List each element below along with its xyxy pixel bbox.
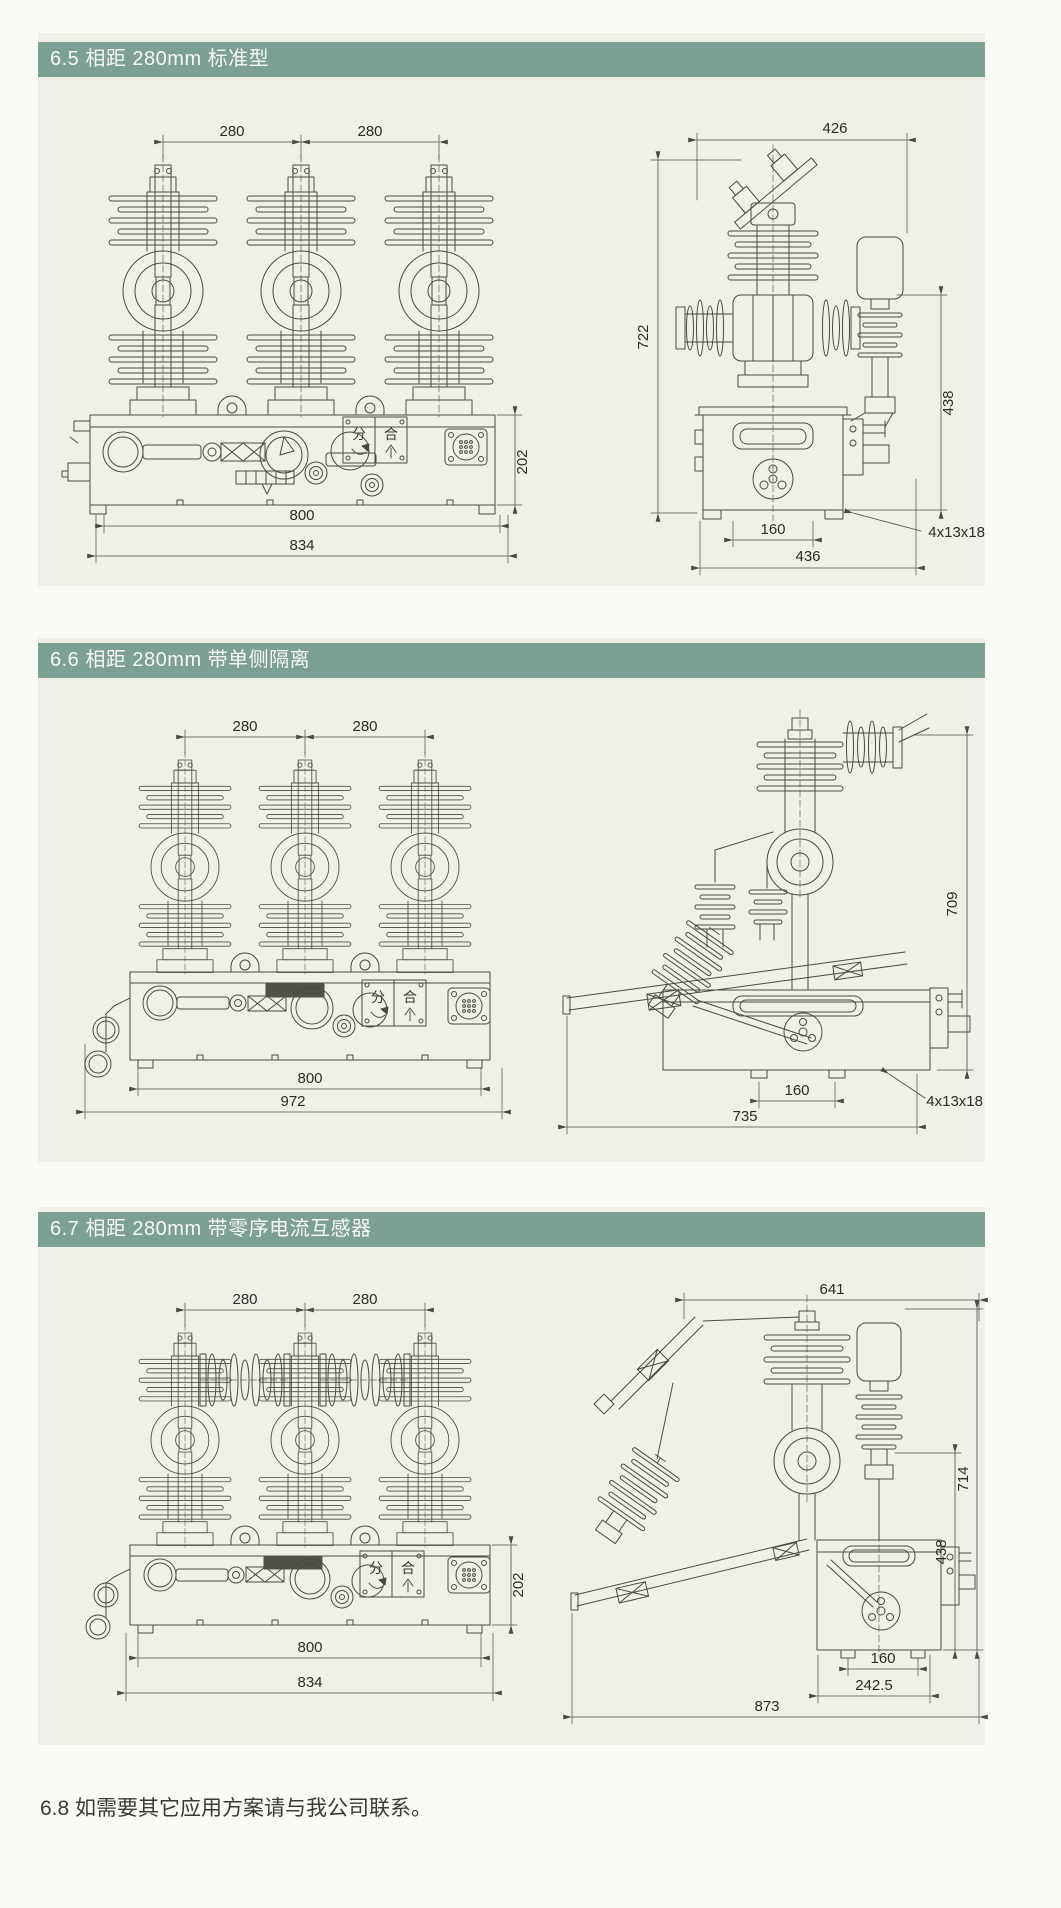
dim-label: 280 <box>219 123 244 140</box>
section-6-7: 6.7 相距 280mm 带零序电流互感器 280 280 <box>38 1207 988 1745</box>
front-view-6-5: 280 280 <box>61 123 531 564</box>
dim-label: 202 <box>514 449 531 474</box>
front-view-6-7: 280 280 <box>85 1291 527 1702</box>
tilted-insulator <box>647 920 734 1019</box>
slot-label: 4x13x18 <box>928 524 985 541</box>
dim-label: 641 <box>819 1281 844 1298</box>
dim-label: 160 <box>870 1650 895 1667</box>
dim-label: 280 <box>352 1291 377 1308</box>
dim-label: 800 <box>297 1639 322 1656</box>
dim-label: 834 <box>289 537 314 554</box>
dim-label: 160 <box>784 1082 809 1099</box>
dim-label: 436 <box>795 548 820 565</box>
section-6-5-header: 6.5 相距 280mm 标准型 <box>38 42 985 77</box>
tilted-insulator <box>595 1447 680 1545</box>
dim-label: 714 <box>955 1466 972 1491</box>
dim-label: 709 <box>944 891 961 916</box>
dim-label: 438 <box>940 390 957 415</box>
side-view-6-7: 641 714 438 160 242.5 873 <box>563 1281 988 1725</box>
tilted-terminal <box>728 148 818 230</box>
dim-label: 280 <box>352 718 377 735</box>
mechanism-6-7 <box>143 1550 491 1609</box>
dim-label: 800 <box>289 507 314 524</box>
dim-label: 735 <box>732 1108 757 1125</box>
zero-sequence-ct-bellows <box>199 1353 411 1407</box>
dim-label: 834 <box>297 1674 322 1691</box>
front-view-6-6: 280 280 <box>76 718 511 1120</box>
manual-handle <box>84 997 131 1078</box>
dim-label: 280 <box>232 1291 257 1308</box>
manual-handle <box>85 1568 131 1640</box>
mechanism-6-5 <box>61 416 488 497</box>
dim-label: 873 <box>754 1698 779 1715</box>
section-6-6: 6.6 相距 280mm 带单侧隔离 280 280 <box>38 638 985 1162</box>
dim-label: 280 <box>232 718 257 735</box>
dim-label: 722 <box>635 324 652 349</box>
dim-label: 800 <box>297 1070 322 1087</box>
mechanism-6-6 <box>142 979 491 1038</box>
dim-label: 242.5 <box>855 1677 893 1694</box>
dim-label: 426 <box>822 120 847 137</box>
dim-label: 280 <box>357 123 382 140</box>
section-6-5: 6.5 相距 280mm 标准型 280 280 <box>38 33 985 586</box>
side-view-6-6: 709 160 735 4x13x18 <box>558 709 983 1135</box>
section-6-7-header: 6.7 相距 280mm 带零序电流互感器 <box>38 1212 985 1247</box>
dim-label: 160 <box>760 521 785 538</box>
section-6-6-header: 6.6 相距 280mm 带单侧隔离 <box>38 643 985 678</box>
dim-label: 972 <box>280 1093 305 1110</box>
dim-label: 202 <box>510 1572 527 1597</box>
side-view-6-5: 426 722 438 160 436 4x13x18 <box>635 120 985 576</box>
slot-label: 4x13x18 <box>926 1093 983 1110</box>
note-6-8: 6.8 如需要其它应用方案请与我公司联系。 <box>40 1797 433 1820</box>
dim-label: 438 <box>933 1539 950 1564</box>
